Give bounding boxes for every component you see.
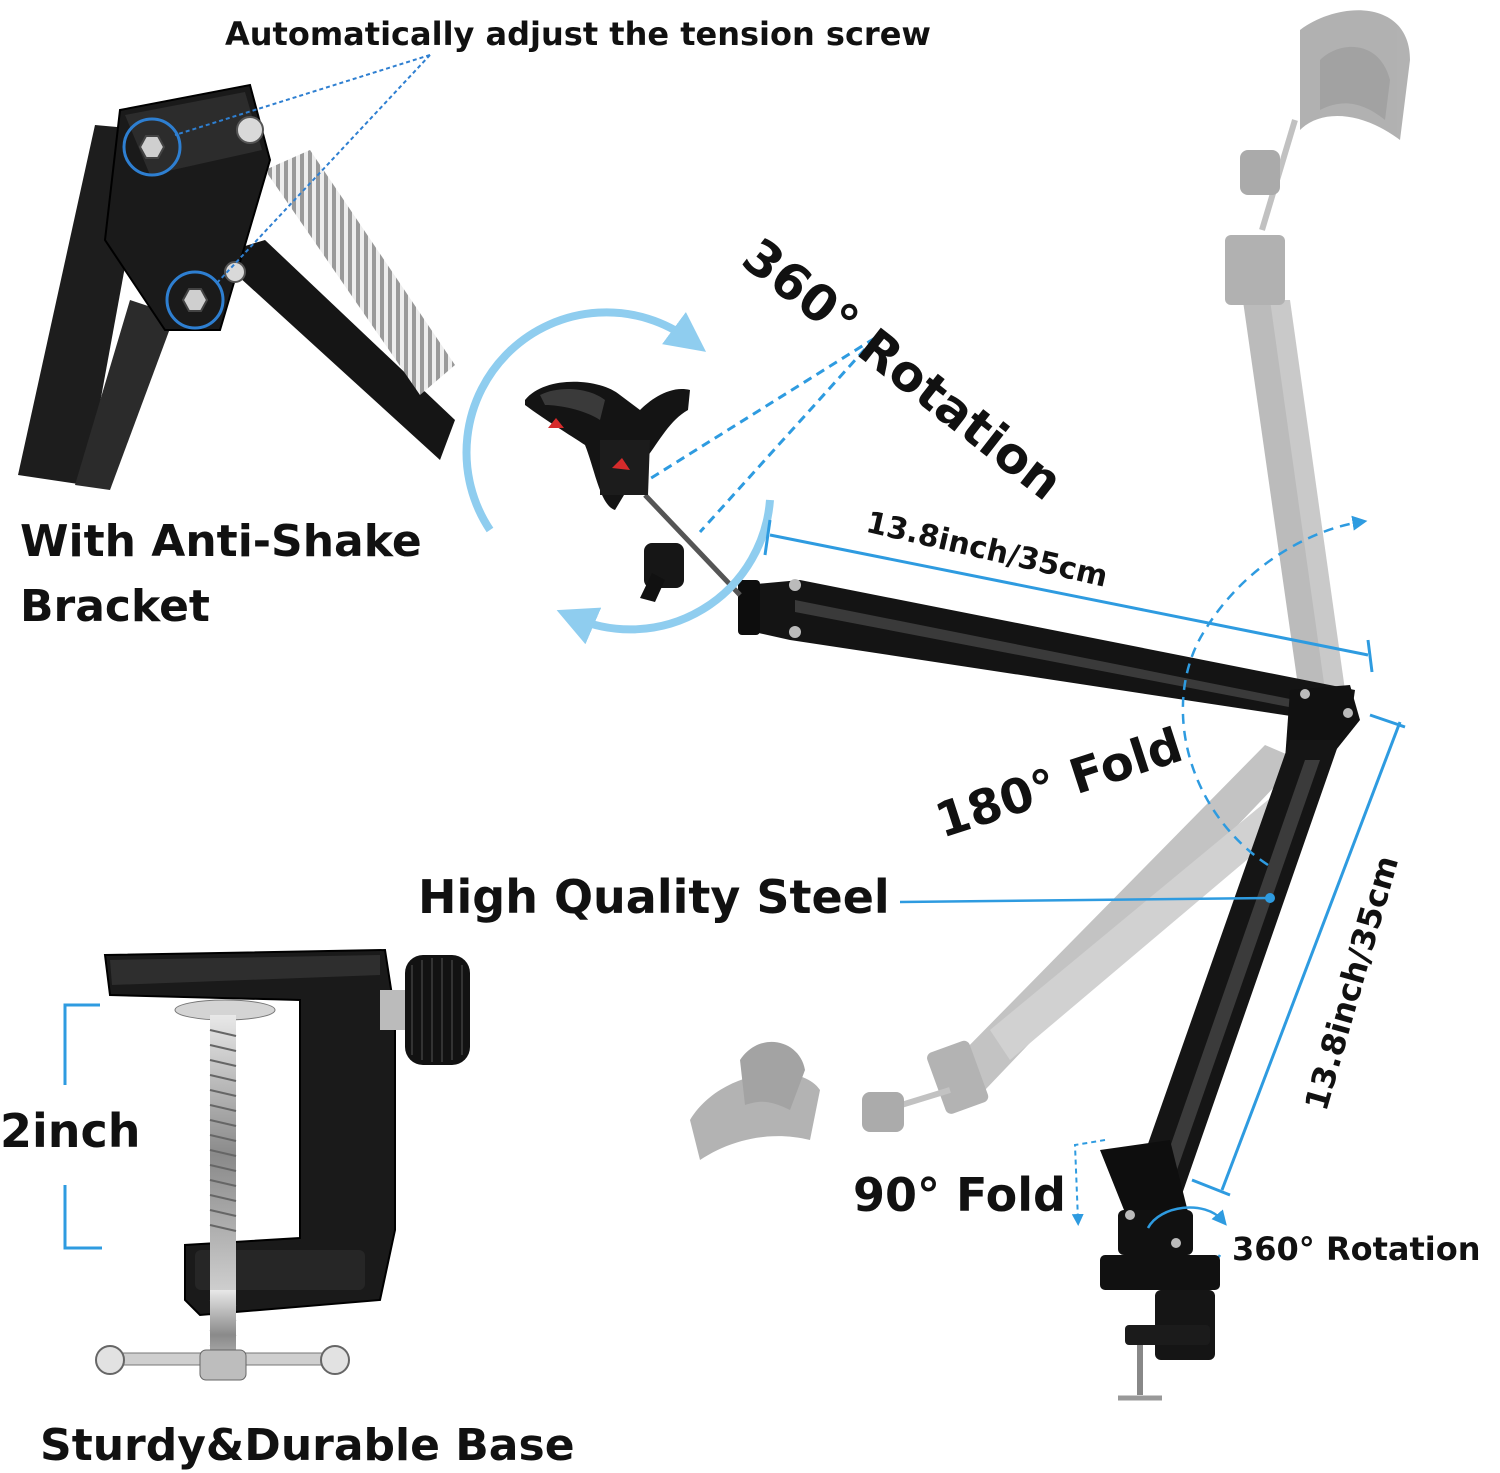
fold-90-indicator xyxy=(1071,1139,1106,1226)
ghost-arm-upright xyxy=(1225,10,1410,700)
clamp-closeup xyxy=(95,948,470,1381)
boom-arm xyxy=(738,579,1360,1255)
anti-shake-label-line2: Bracket xyxy=(20,581,210,632)
tension-screw-1 xyxy=(138,135,166,159)
base-label: Sturdy&Durable Base xyxy=(40,1420,575,1471)
rotation-label-base: 360° Rotation xyxy=(1232,1230,1481,1268)
phone-holder xyxy=(525,381,742,602)
clamp-knob xyxy=(405,955,470,1065)
clamp-opening-label: 2inch xyxy=(0,1104,141,1158)
rotation-callout-lines xyxy=(647,336,877,534)
mounted-clamp xyxy=(1100,1255,1220,1401)
anti-shake-label-line1: With Anti-Shake xyxy=(20,516,422,567)
joint-closeup xyxy=(18,54,455,490)
clamp-opening-bracket xyxy=(63,1003,102,1250)
fold-180-arc xyxy=(1181,515,1368,867)
lower-arm-dimension xyxy=(1191,713,1406,1197)
steel-leader xyxy=(899,893,1275,904)
tension-screw-label: Automatically adjust the tension screw xyxy=(225,15,931,53)
tension-spring xyxy=(265,150,455,395)
tension-screw-2 xyxy=(181,288,209,312)
ghost-arm-lowered xyxy=(690,745,1300,1160)
screw-highlight-circle xyxy=(122,117,182,177)
rotation-arrows-top xyxy=(462,308,774,645)
steel-label: High Quality Steel xyxy=(418,870,890,924)
fold-90-label: 90° Fold xyxy=(853,1168,1066,1222)
screw-highlight-circle xyxy=(165,270,225,330)
upper-arm-dimension xyxy=(763,519,1374,673)
